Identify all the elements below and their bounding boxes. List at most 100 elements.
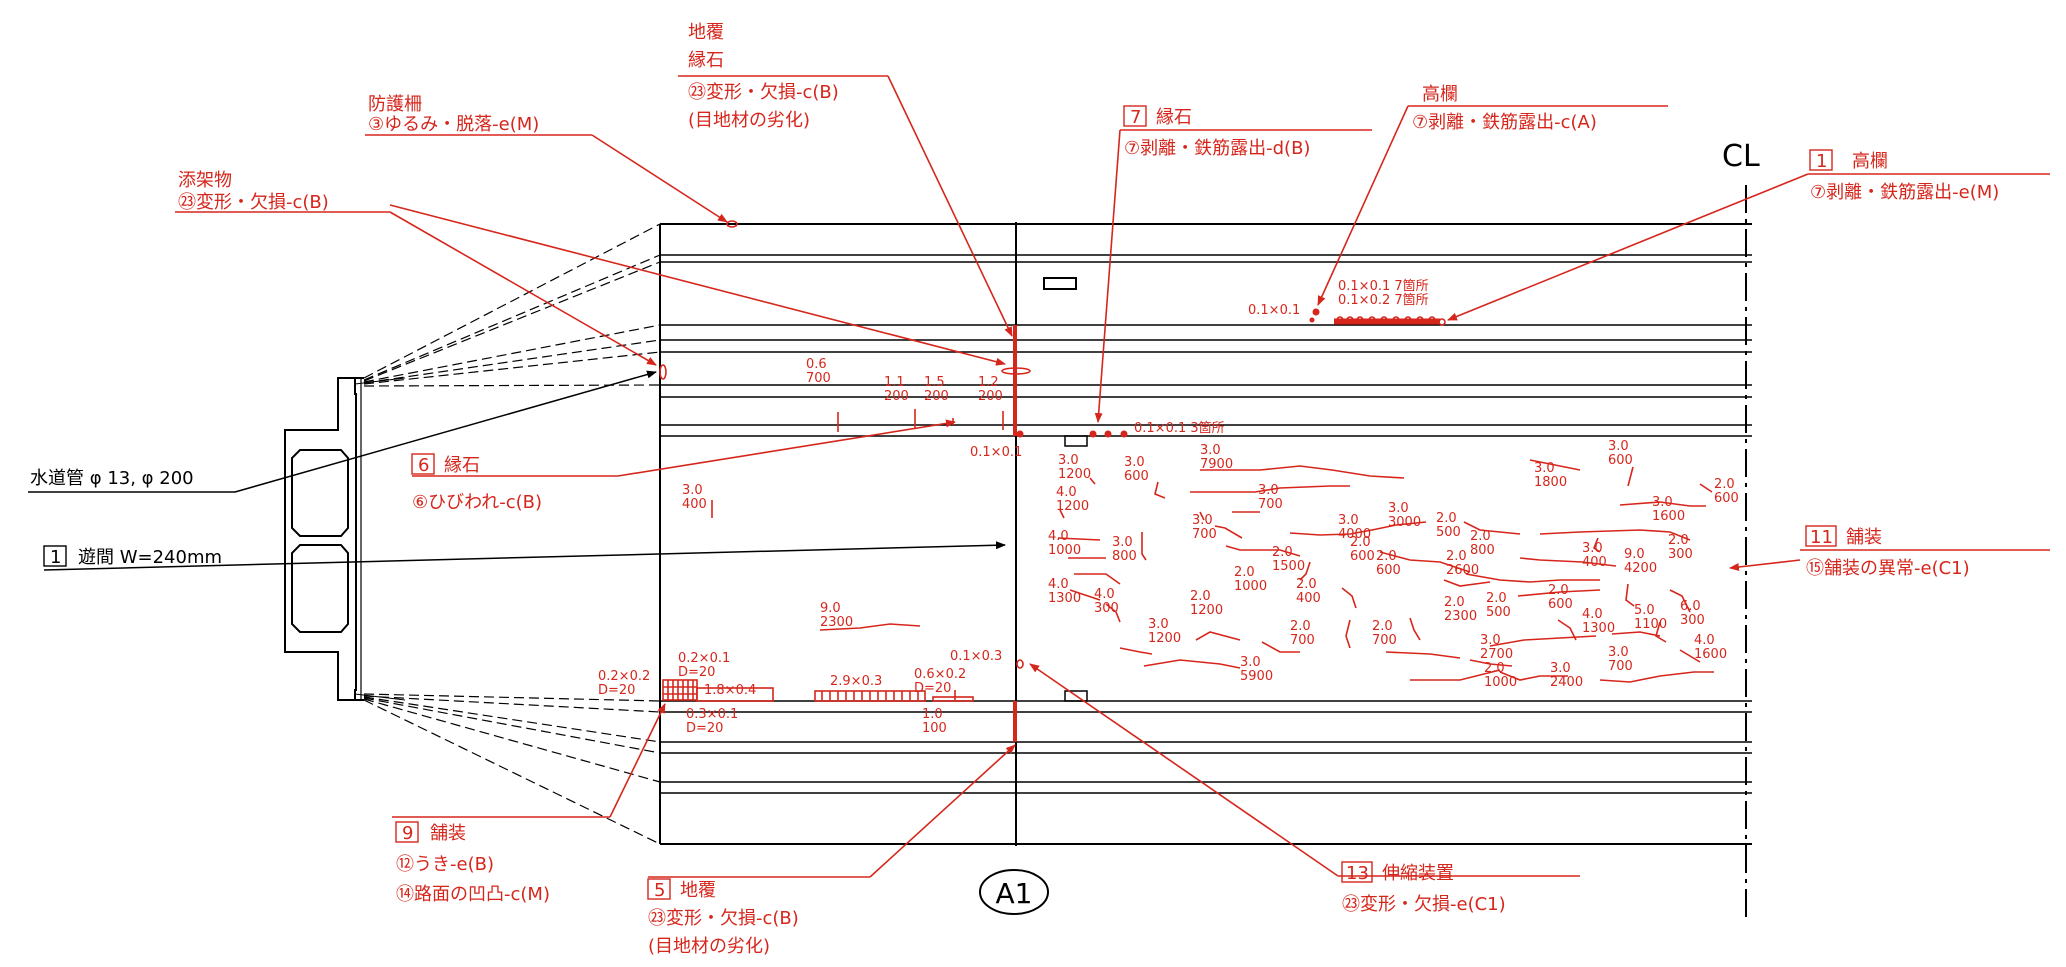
callout-curb6-title: 縁石	[444, 455, 480, 476]
damage-label-a: 3.0	[1652, 495, 1673, 510]
damage-label-a: 3.0	[1388, 501, 1409, 516]
callout-joint13-item: ㉓変形・欠損-e(C1)	[1342, 894, 1506, 915]
callout-rail-item: ⑦剥離・鉄筋露出-c(A)	[1412, 112, 1597, 133]
damage-label-b: 100	[922, 721, 947, 736]
damage-label-a: 4.0	[1694, 633, 1715, 648]
abutment-label: A1	[996, 877, 1033, 910]
damage-label-b: 1300	[1582, 621, 1615, 636]
damage-label-a: 0.1×0.1 3箇所	[1134, 420, 1225, 436]
callout-attachment-item: ㉓変形・欠損-c(B)	[178, 192, 329, 213]
callout-texts: 防護柵 ③ゆるみ・脱落-e(M) 添架物 ㉓変形・欠損-c(B) 地覆 縁石 ㉓…	[178, 22, 1999, 957]
damage-label-b: 4200	[1624, 561, 1657, 576]
damage-label-b: 1600	[1652, 509, 1685, 524]
black-leaders	[28, 370, 1006, 571]
damage-label-a: 5.0	[1634, 603, 1655, 618]
callout-waterpipe: 水道管 φ 13, φ 200	[30, 468, 194, 489]
callout-curb-top-item: ㉓変形・欠損-c(B)	[688, 82, 839, 103]
damage-label-a: 2.9×0.3	[830, 674, 882, 689]
damage-label-b: 1000	[1484, 675, 1517, 690]
damage-label-b: 2300	[820, 615, 853, 630]
damage-label-b: 400	[1296, 591, 1321, 606]
damage-label-b: 1200	[1148, 631, 1181, 646]
damage-label-b: 600	[1376, 563, 1401, 578]
damage-label-a: 3.0	[1124, 455, 1145, 470]
damage-label-b: 700	[1372, 633, 1397, 648]
damage-label-a: 1.1	[884, 375, 905, 390]
callout-curb5-item: ㉓変形・欠損-c(B)	[648, 908, 799, 929]
callout-curb5-num: 5	[654, 880, 665, 901]
callout-rail1-item: ⑦剥離・鉄筋露出-e(M)	[1810, 182, 1999, 203]
damage-label-a: 0.6	[806, 357, 827, 372]
damage-label-b: 300	[1680, 613, 1705, 628]
damage-label-b: 7900	[1200, 457, 1233, 472]
damage-label-b: 2600	[1446, 563, 1479, 578]
callout-pave9-title: 舗装	[430, 823, 466, 844]
damage-label-a: 4.0	[1048, 577, 1069, 592]
damage-label-a: 3.0	[1058, 453, 1079, 468]
damage-label-a: 0.6×0.2	[914, 667, 966, 682]
callout-curb5-note: (目地材の劣化)	[648, 936, 770, 957]
damage-label-b: 700	[1608, 659, 1633, 674]
callout-curb7-num: 7	[1130, 107, 1141, 128]
damage-label-a: 4.0	[1582, 607, 1603, 622]
damage-label-a: 0.1×0.1	[1248, 303, 1300, 318]
damage-label-a: 3.0	[1192, 513, 1213, 528]
damage-label-a: 3.0	[1112, 535, 1133, 550]
damage-label-a: 1.0	[922, 707, 943, 722]
callout-curb-top-title: 地覆	[688, 22, 724, 43]
damage-label-a: 0.3×0.1	[686, 707, 738, 722]
damage-label-b: D=20	[598, 683, 635, 698]
damage-label-a: 3.0	[1258, 483, 1279, 498]
damage-label-a: 3.0	[1608, 439, 1629, 454]
damage-label-a: 2.0	[1190, 589, 1211, 604]
callout-rail1-title: 高欄	[1852, 151, 1888, 172]
damage-label-b: 200	[884, 389, 909, 404]
damage-label-a: 0.1×0.1 7箇所	[1338, 278, 1429, 294]
damage-label-a: 1.2	[978, 375, 999, 390]
damage-label-a: 4.0	[1094, 587, 1115, 602]
damage-label-b: 300	[1668, 547, 1693, 562]
abutment-section	[284, 377, 406, 701]
damage-label-a: 0.1×0.3	[950, 649, 1002, 664]
damage-label-a: 2.0	[1668, 533, 1689, 548]
damage-label-b: 1500	[1272, 559, 1305, 574]
damage-label-a: 2.0	[1444, 595, 1465, 610]
abutment-marker: A1	[979, 869, 1049, 915]
damage-label-b: 1600	[1694, 647, 1727, 662]
callout-curb5-title: 地覆	[680, 880, 716, 901]
callout-rail-title: 高欄	[1422, 84, 1458, 105]
damage-label-a: 2.0	[1548, 583, 1569, 598]
damage-label-b: 600	[1124, 469, 1149, 484]
callout-curb6-item: ⑥ひびわれ-c(B)	[412, 492, 542, 513]
damage-label-b: 500	[1436, 525, 1461, 540]
damage-label-b: 700	[1258, 497, 1283, 512]
damage-label-a: 2.0	[1446, 549, 1467, 564]
bridge-structure	[659, 222, 1752, 846]
damage-label-b: 600	[1548, 597, 1573, 612]
damage-label-a: 0.2×0.2	[598, 669, 650, 684]
damage-label-a: 3.0	[1200, 443, 1221, 458]
damage-label-a: 3.0	[1338, 513, 1359, 528]
damage-label-b: 500	[1486, 605, 1511, 620]
damage-marks	[659, 220, 1714, 742]
callout-guardfence-title: 防護柵	[368, 94, 422, 115]
damage-label-b: 1300	[1048, 591, 1081, 606]
callout-curb7-item: ⑦剥離・鉄筋露出-d(B)	[1124, 138, 1310, 159]
damage-label-b: 700	[1290, 633, 1315, 648]
projection-lines	[363, 223, 661, 845]
damage-label-a: 2.0	[1272, 545, 1293, 560]
callout-pave11-item: ⑮舗装の異常-e(C1)	[1806, 558, 1970, 579]
damage-label-b: 2400	[1550, 675, 1583, 690]
damage-label-b: 200	[978, 389, 1003, 404]
leader-lines	[175, 75, 2050, 878]
damage-label-b: 700	[806, 371, 831, 386]
callout-pave11-title: 舗装	[1846, 527, 1882, 548]
damage-label-b: 1800	[1534, 475, 1567, 490]
callout-attachment-title: 添架物	[178, 170, 232, 191]
callout-curb7-title: 縁石	[1156, 107, 1192, 128]
callout-guardfence-item: ③ゆるみ・脱落-e(M)	[368, 114, 539, 135]
black-callouts: 水道管 φ 13, φ 200 1 遊間 W=240mm	[30, 468, 222, 568]
callout-curb6-num: 6	[418, 455, 429, 476]
